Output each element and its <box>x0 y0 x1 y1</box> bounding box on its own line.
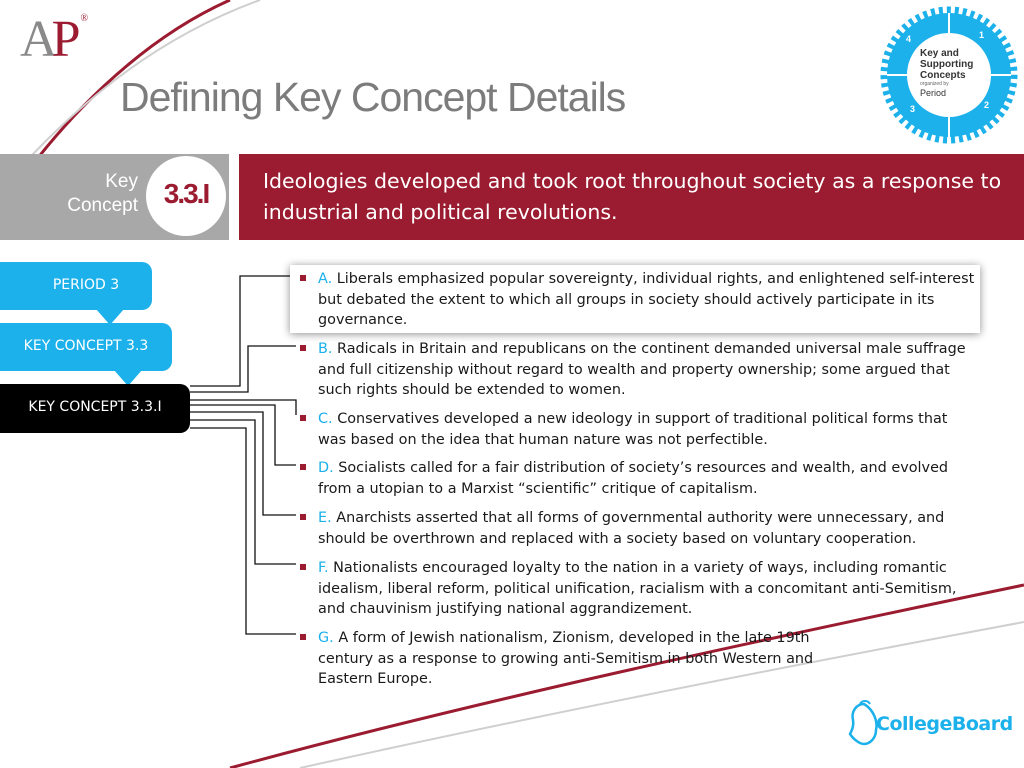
badge-line-3: Concepts <box>920 70 966 81</box>
badge-line-1: Key and <box>920 48 959 59</box>
college-board-logo: CollegeBoard <box>876 713 1013 735</box>
badge-line-5: Period <box>920 88 947 98</box>
period-gear-icon <box>880 6 1018 144</box>
badge-number-1: 1 <box>979 30 985 40</box>
key-concept-number-circle <box>146 156 226 236</box>
badge-line-2: Supporting <box>920 59 974 70</box>
bullet-icon <box>300 634 306 640</box>
page-title: Defining Key Concept Details <box>120 74 626 120</box>
ap-logo: AP® <box>20 11 89 68</box>
badge-number-2: 2 <box>984 100 990 110</box>
nav-key-concept[interactable]: KEY CONCEPT 3.3 <box>0 323 172 371</box>
item-letter: E. <box>318 510 332 526</box>
item-letter: D. <box>318 460 334 476</box>
list-item: D. Socialists called for a fair distribu… <box>300 458 980 499</box>
item-text: Radicals in Britain and republicans on t… <box>318 341 966 399</box>
bullet-icon <box>300 345 306 351</box>
item-text: Liberals emphasized popular sovereignty,… <box>318 271 975 329</box>
item-letter: C. <box>318 411 333 427</box>
list-item: C. Conservatives developed a new ideolog… <box>300 409 980 450</box>
key-concept-statement-panel <box>239 154 1024 240</box>
item-text: A form of Jewish nationalism, Zionism, d… <box>318 630 814 688</box>
nav-key-concept-label: KEY CONCEPT 3.3 <box>23 338 149 354</box>
nav-arrow-period <box>96 309 124 325</box>
bullet-icon <box>300 415 306 421</box>
nav-arrow-key-concept <box>114 370 142 386</box>
list-item: B. Radicals in Britain and republicans o… <box>300 339 980 401</box>
list-item: G. A form of Jewish nationalism, Zionism… <box>300 628 860 690</box>
item-text: Nationalists encouraged loyalty to the n… <box>318 560 957 618</box>
item-letter: A. <box>318 271 333 287</box>
badge-label: Key and Supporting Concepts organized by… <box>920 48 990 98</box>
bullet-icon <box>300 564 306 570</box>
list-item: F. Nationalists encouraged loyalty to th… <box>300 558 980 620</box>
nav-period-label: PERIOD 3 <box>52 277 120 293</box>
key-concept-label-line1: Key <box>105 171 138 192</box>
item-letter: B. <box>318 341 333 357</box>
badge-line-4: organized by <box>920 81 949 87</box>
item-text: Conservatives developed a new ideology i… <box>318 411 948 448</box>
key-concept-label-line2: Concept <box>67 195 138 216</box>
nav-key-concept-detail[interactable]: KEY CONCEPT 3.3.I <box>0 384 190 433</box>
badge-number-4: 4 <box>906 34 912 44</box>
bullet-icon <box>300 514 306 520</box>
item-text: Socialists called for a fair distributio… <box>318 460 949 497</box>
badge-number-3: 3 <box>910 104 916 114</box>
key-concept-statement: Ideologies developed and took root throu… <box>263 169 1002 224</box>
bullet-icon <box>300 275 306 281</box>
acorn-icon <box>848 700 878 746</box>
nav-period[interactable]: PERIOD 3 <box>0 262 152 310</box>
item-letter: G. <box>318 630 334 646</box>
list-item: E. Anarchists asserted that all forms of… <box>300 508 980 549</box>
highlighted-item-box <box>290 265 980 333</box>
list-item: A. Liberals emphasized popular sovereign… <box>300 269 980 331</box>
item-text: Anarchists asserted that all forms of go… <box>318 510 945 547</box>
nav-key-concept-detail-label: KEY CONCEPT 3.3.I <box>28 399 162 415</box>
bullet-icon <box>300 464 306 470</box>
key-concept-number: 3.3.I <box>163 178 210 209</box>
item-letter: F. <box>318 560 329 576</box>
key-concept-label: Key Concept <box>40 170 138 218</box>
